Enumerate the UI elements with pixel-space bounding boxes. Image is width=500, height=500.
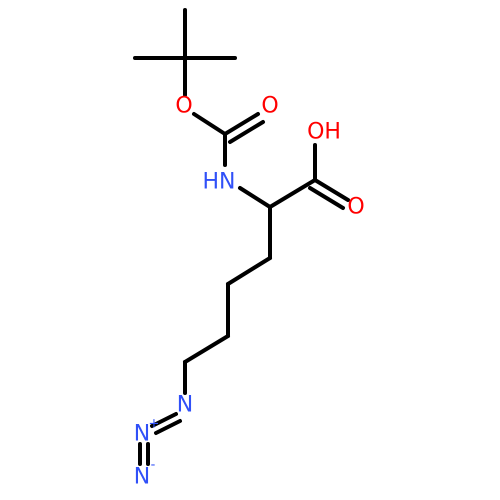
ester-oxygen-label: O: [175, 94, 192, 119]
acid-oh-label: OH: [307, 120, 341, 145]
bond-azide-1a: [150, 412, 178, 428]
azide-n3-charge: -: [151, 458, 156, 473]
bond-carbonyl-double-a: [223, 112, 260, 136]
bond-acid-double-b: [308, 186, 345, 210]
bond-chain-4: [183, 334, 230, 364]
amide-nh-label: HN: [203, 170, 236, 195]
azide-n2-label: N: [134, 422, 150, 447]
bond-chain-2: [226, 256, 272, 286]
azide-n1-label: N: [177, 393, 193, 418]
bond-acid-double-a: [313, 178, 350, 202]
azide-n3-label: N: [134, 465, 150, 490]
bond-ester-o-carbonyl: [192, 112, 227, 136]
bond-nh-alpha: [238, 186, 272, 209]
bond-carbonyl-double-b: [228, 120, 265, 144]
bond-azide-1b: [154, 419, 182, 435]
acid-oxygen-label: O: [347, 195, 364, 220]
carbonyl-oxygen-label: O: [261, 94, 278, 119]
bond-alpha-acid: [268, 178, 317, 209]
azide-n2-charge: +: [149, 417, 160, 432]
